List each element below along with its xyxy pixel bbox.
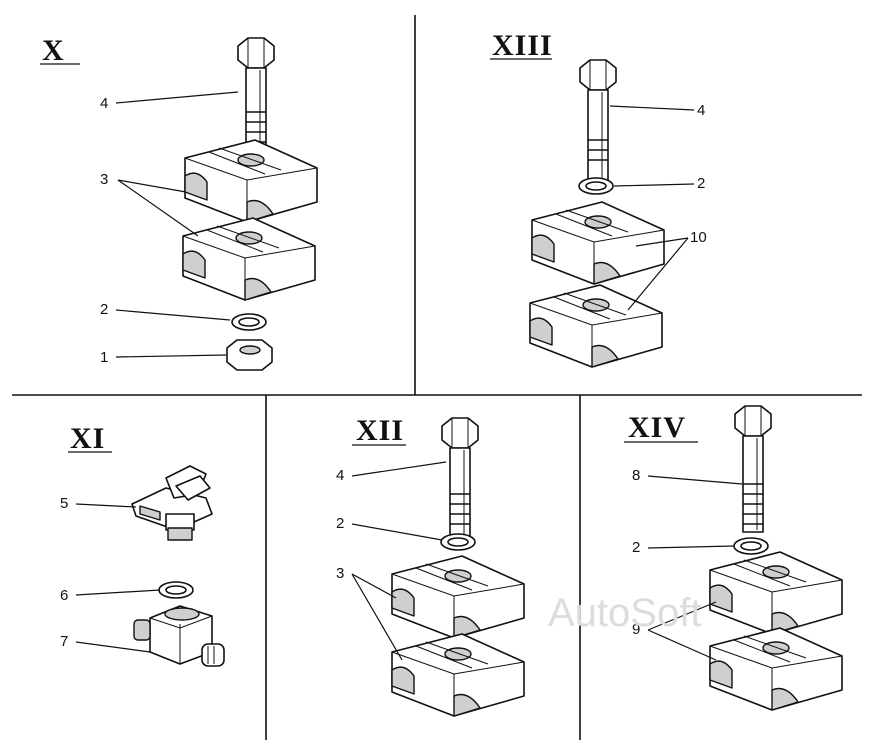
washer-icon <box>733 537 769 555</box>
bolt-icon <box>579 59 617 187</box>
label-part: 3 <box>336 565 344 582</box>
clamp-block-lower-icon <box>709 627 843 711</box>
label-part: 5 <box>60 495 68 512</box>
label-part: 2 <box>697 175 705 192</box>
panel-x: X 4 3 2 1 <box>40 34 318 371</box>
clamp-block-lower-icon <box>391 633 525 717</box>
label-part: 7 <box>60 633 68 650</box>
bolt-icon <box>441 417 479 545</box>
clamp-block-upper-icon <box>184 139 318 223</box>
panel-xi: XI 5 6 7 <box>60 422 225 667</box>
label-part: 6 <box>60 587 68 604</box>
label-part: 4 <box>100 95 108 112</box>
panel-title-xi: XI <box>70 422 105 455</box>
bolt-icon <box>734 405 772 533</box>
seal-ring-icon <box>158 581 194 599</box>
label-part: 1 <box>100 349 108 366</box>
label-part: 2 <box>100 301 108 318</box>
clamp-block-lower-icon <box>182 217 316 301</box>
panel-xii: XII 4 2 3 <box>336 414 525 717</box>
washer-icon <box>440 533 476 551</box>
watermark: AutoSoft <box>548 591 701 635</box>
panel-title-xii: XII <box>356 414 404 447</box>
label-part: 2 <box>632 539 640 556</box>
label-part: 4 <box>336 467 344 484</box>
panel-title-xiii: XIII <box>492 29 553 62</box>
panel-xiv: XIV 8 2 9 <box>624 405 843 711</box>
label-part: 3 <box>100 171 108 188</box>
clamp-block-upper-icon <box>391 555 525 639</box>
label-part: 10 <box>690 229 707 246</box>
valve-body-icon <box>133 605 225 667</box>
label-part: 9 <box>632 621 640 638</box>
panel-xiii: XIII 4 2 10 <box>490 29 707 368</box>
panel-title-x: X <box>42 34 65 67</box>
washer-icon <box>231 313 267 331</box>
nut-icon <box>226 339 273 371</box>
label-part: 4 <box>697 102 705 119</box>
panel-title-xiv: XIV <box>628 411 686 444</box>
valve-cap-icon <box>131 465 213 541</box>
label-part: 8 <box>632 467 640 484</box>
washer-icon <box>578 177 614 195</box>
clamp-block-upper-icon <box>531 201 665 285</box>
clamp-block-upper-icon <box>709 551 843 635</box>
clamp-block-lower-icon <box>529 284 663 368</box>
label-part: 2 <box>336 515 344 532</box>
